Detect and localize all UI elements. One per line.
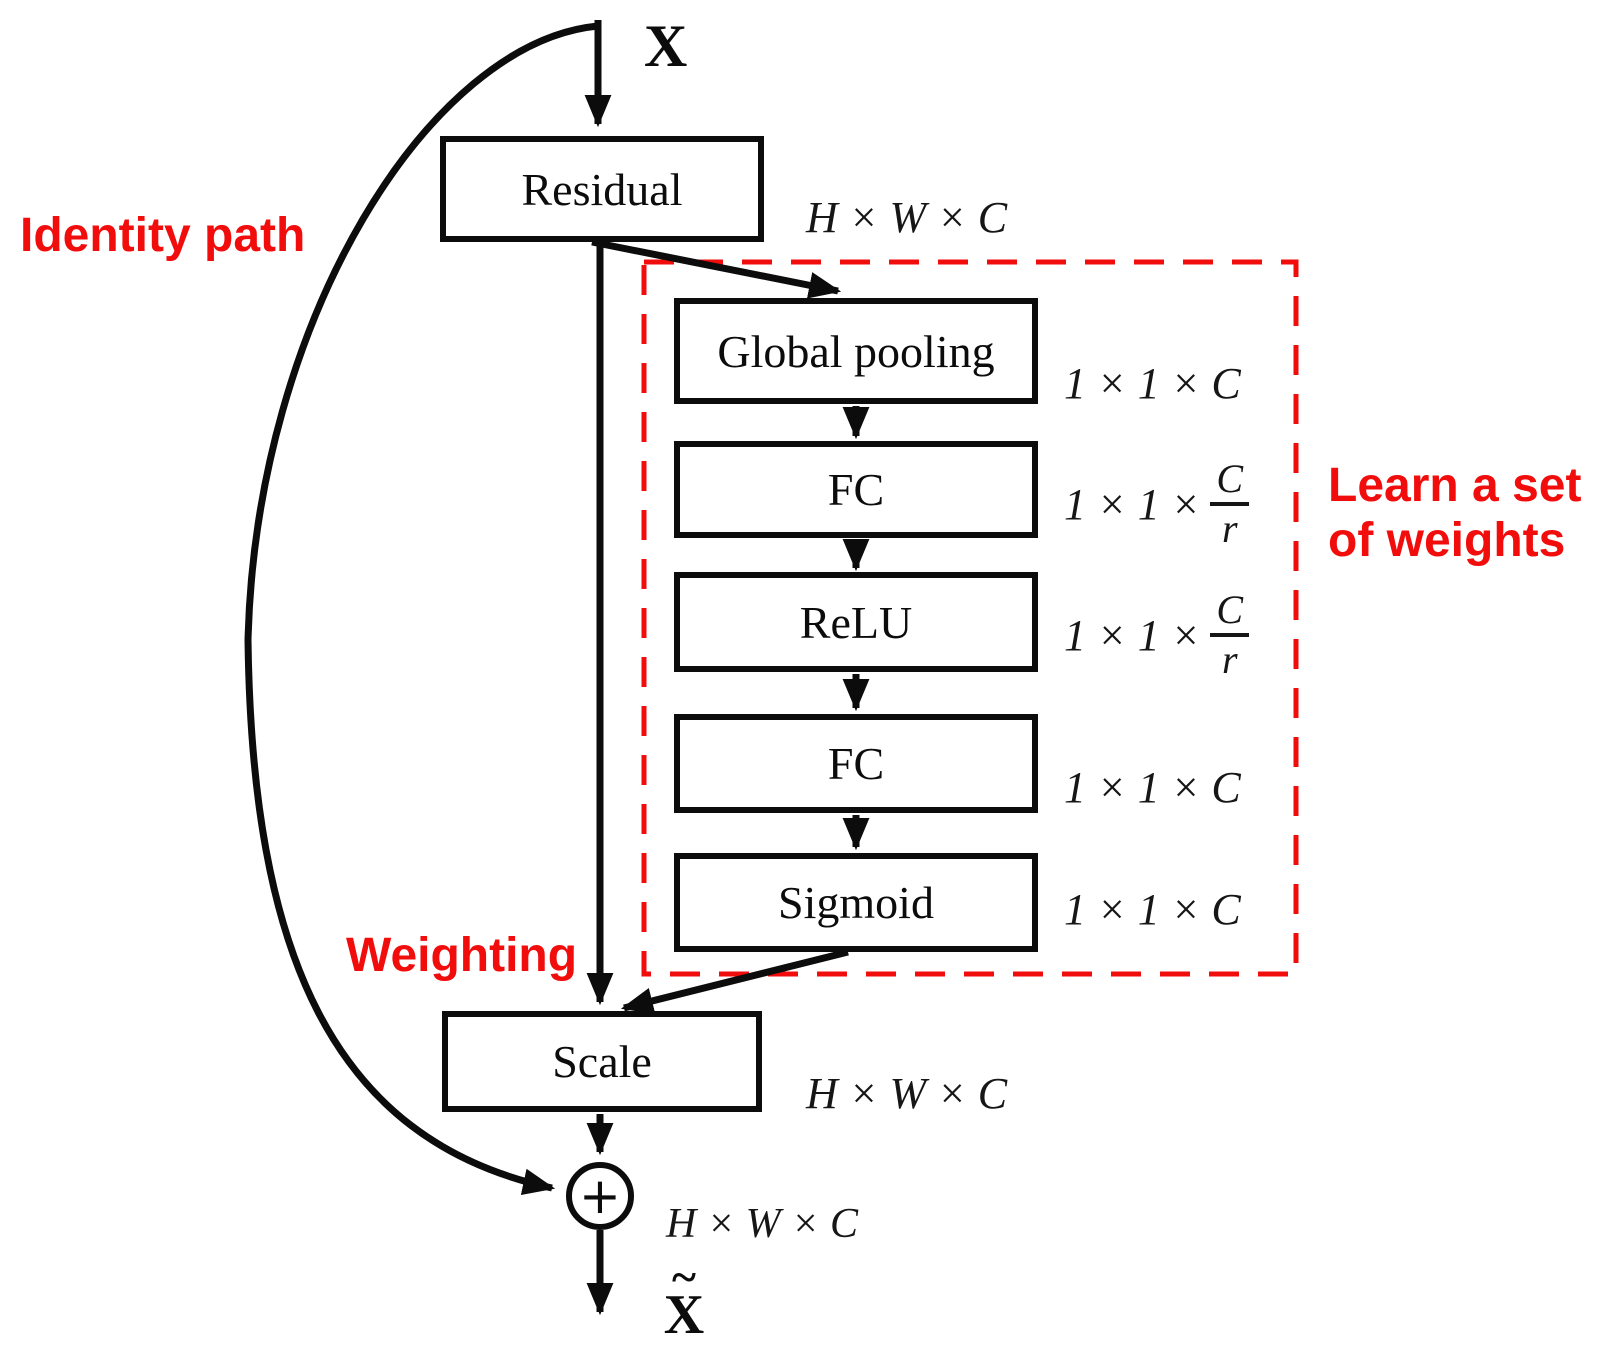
learn-weights-line2: of weights — [1328, 514, 1566, 567]
scale-box: Scale — [442, 1011, 762, 1112]
weighting-label: Weighting — [346, 929, 578, 982]
output-x: X — [663, 1284, 705, 1346]
scale-label: Scale — [552, 1036, 652, 1087]
residual-dim-label: H × W × C — [806, 193, 1008, 242]
global-pooling-box: Global pooling — [674, 298, 1038, 404]
fc1-dim-label: 1 × 1 × C r — [1064, 458, 1250, 551]
add-node-circle — [566, 1162, 634, 1230]
identity-path-curve — [244, 22, 599, 1195]
input-label: X — [644, 13, 688, 79]
global-pooling-dim-label: 1 × 1 × C — [1064, 359, 1241, 408]
weights-region-outline — [641, 259, 1299, 977]
relu-label: ReLU — [799, 596, 913, 648]
relu-dim-fraction: C r — [1210, 589, 1250, 682]
fc1-dim-numerator: C — [1210, 458, 1250, 506]
fc2-label: FC — [827, 738, 885, 789]
sigmoid-dim-label: 1 × 1 × C — [1064, 885, 1241, 934]
fc2-dim-label: 1 × 1 × C — [1064, 763, 1241, 812]
scale-dim-label: H × W × C — [806, 1069, 1008, 1118]
residual-to-pooling-arrow — [591, 238, 842, 299]
relu-dim-prefix: 1 × 1 × — [1064, 610, 1201, 660]
sigmoid-label: Sigmoid — [778, 877, 934, 928]
add-dim-label: H × W × C — [666, 1201, 859, 1247]
output-label: ~ X — [646, 1254, 722, 1346]
fc1-dim-denominator: r — [1221, 506, 1238, 551]
learn-weights-line1: Learn a set — [1328, 459, 1582, 512]
plus-icon: + — [579, 1167, 621, 1225]
sigmoid-box: Sigmoid — [674, 853, 1038, 952]
learn-weights-label: Learn a set of weights — [1328, 458, 1581, 568]
relu-box: ReLU — [674, 572, 1038, 672]
fc1-label: FC — [827, 464, 885, 515]
residual-box: Residual — [440, 136, 764, 242]
identity-path-label: Identity path — [20, 209, 306, 262]
residual-label: Residual — [521, 163, 683, 215]
global-pooling-label: Global pooling — [717, 325, 995, 377]
fc1-dim-fraction: C r — [1210, 458, 1250, 551]
relu-dim-label: 1 × 1 × C r — [1064, 589, 1250, 682]
sigmoid-to-scale-arrow — [620, 948, 849, 1014]
fc1-box: FC — [674, 441, 1038, 538]
fc1-dim-prefix: 1 × 1 × — [1064, 479, 1201, 529]
fc2-box: FC — [674, 714, 1038, 813]
relu-dim-numerator: C — [1210, 589, 1250, 637]
relu-dim-denominator: r — [1221, 637, 1238, 682]
